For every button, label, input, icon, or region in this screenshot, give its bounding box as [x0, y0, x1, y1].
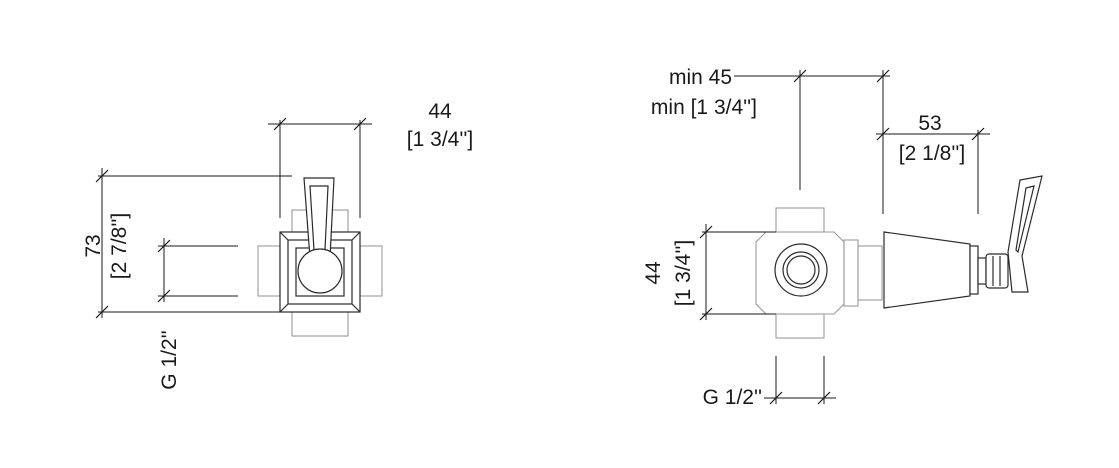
side-knob — [985, 253, 1009, 289]
side-view: min 45 min [1 3/4''] 53 [2 1/8''] 44 [1 … — [642, 66, 1043, 409]
side-depth-mm: min 45 — [669, 66, 732, 89]
front-left-stub — [257, 245, 281, 297]
front-thread: G 1/2'' — [158, 330, 181, 389]
side-handle-lever — [1007, 175, 1043, 293]
front-width-mm: 44 — [428, 100, 452, 123]
front-right-stub — [359, 245, 383, 297]
side-cone-cap — [969, 245, 979, 295]
front-handle-hub — [297, 248, 343, 294]
side-top-stub — [775, 207, 825, 233]
front-width-in: [1 3/4''] — [407, 128, 473, 151]
side-handle-in: [2 1/8''] — [899, 142, 965, 165]
side-thread: G 1/2'' — [703, 386, 762, 409]
side-outlet-ring — [782, 251, 820, 289]
front-bottom-stub — [291, 311, 349, 337]
front-height-in: [2 7/8''] — [108, 213, 131, 279]
side-outlet-outer — [774, 243, 828, 297]
side-body-mm: 44 — [642, 261, 665, 285]
side-escutcheon-cone — [883, 231, 971, 309]
side-outlet-inner — [786, 255, 816, 285]
side-depth-in: min [1 3/4''] — [651, 96, 757, 119]
side-bottom-stub — [775, 313, 825, 339]
front-handle-lever — [303, 177, 335, 259]
side-body-in: [1 3/4''] — [672, 240, 695, 306]
front-height-mm: 73 — [82, 234, 105, 257]
side-stem — [977, 257, 987, 285]
side-valve-body — [755, 231, 845, 315]
side-body-collar — [843, 239, 859, 307]
side-handle-mm: 53 — [918, 112, 941, 135]
side-body-spindle — [857, 245, 883, 301]
front-view: 44 [1 3/4''] 73 [2 7/8''] G 1/2'' — [82, 100, 473, 390]
